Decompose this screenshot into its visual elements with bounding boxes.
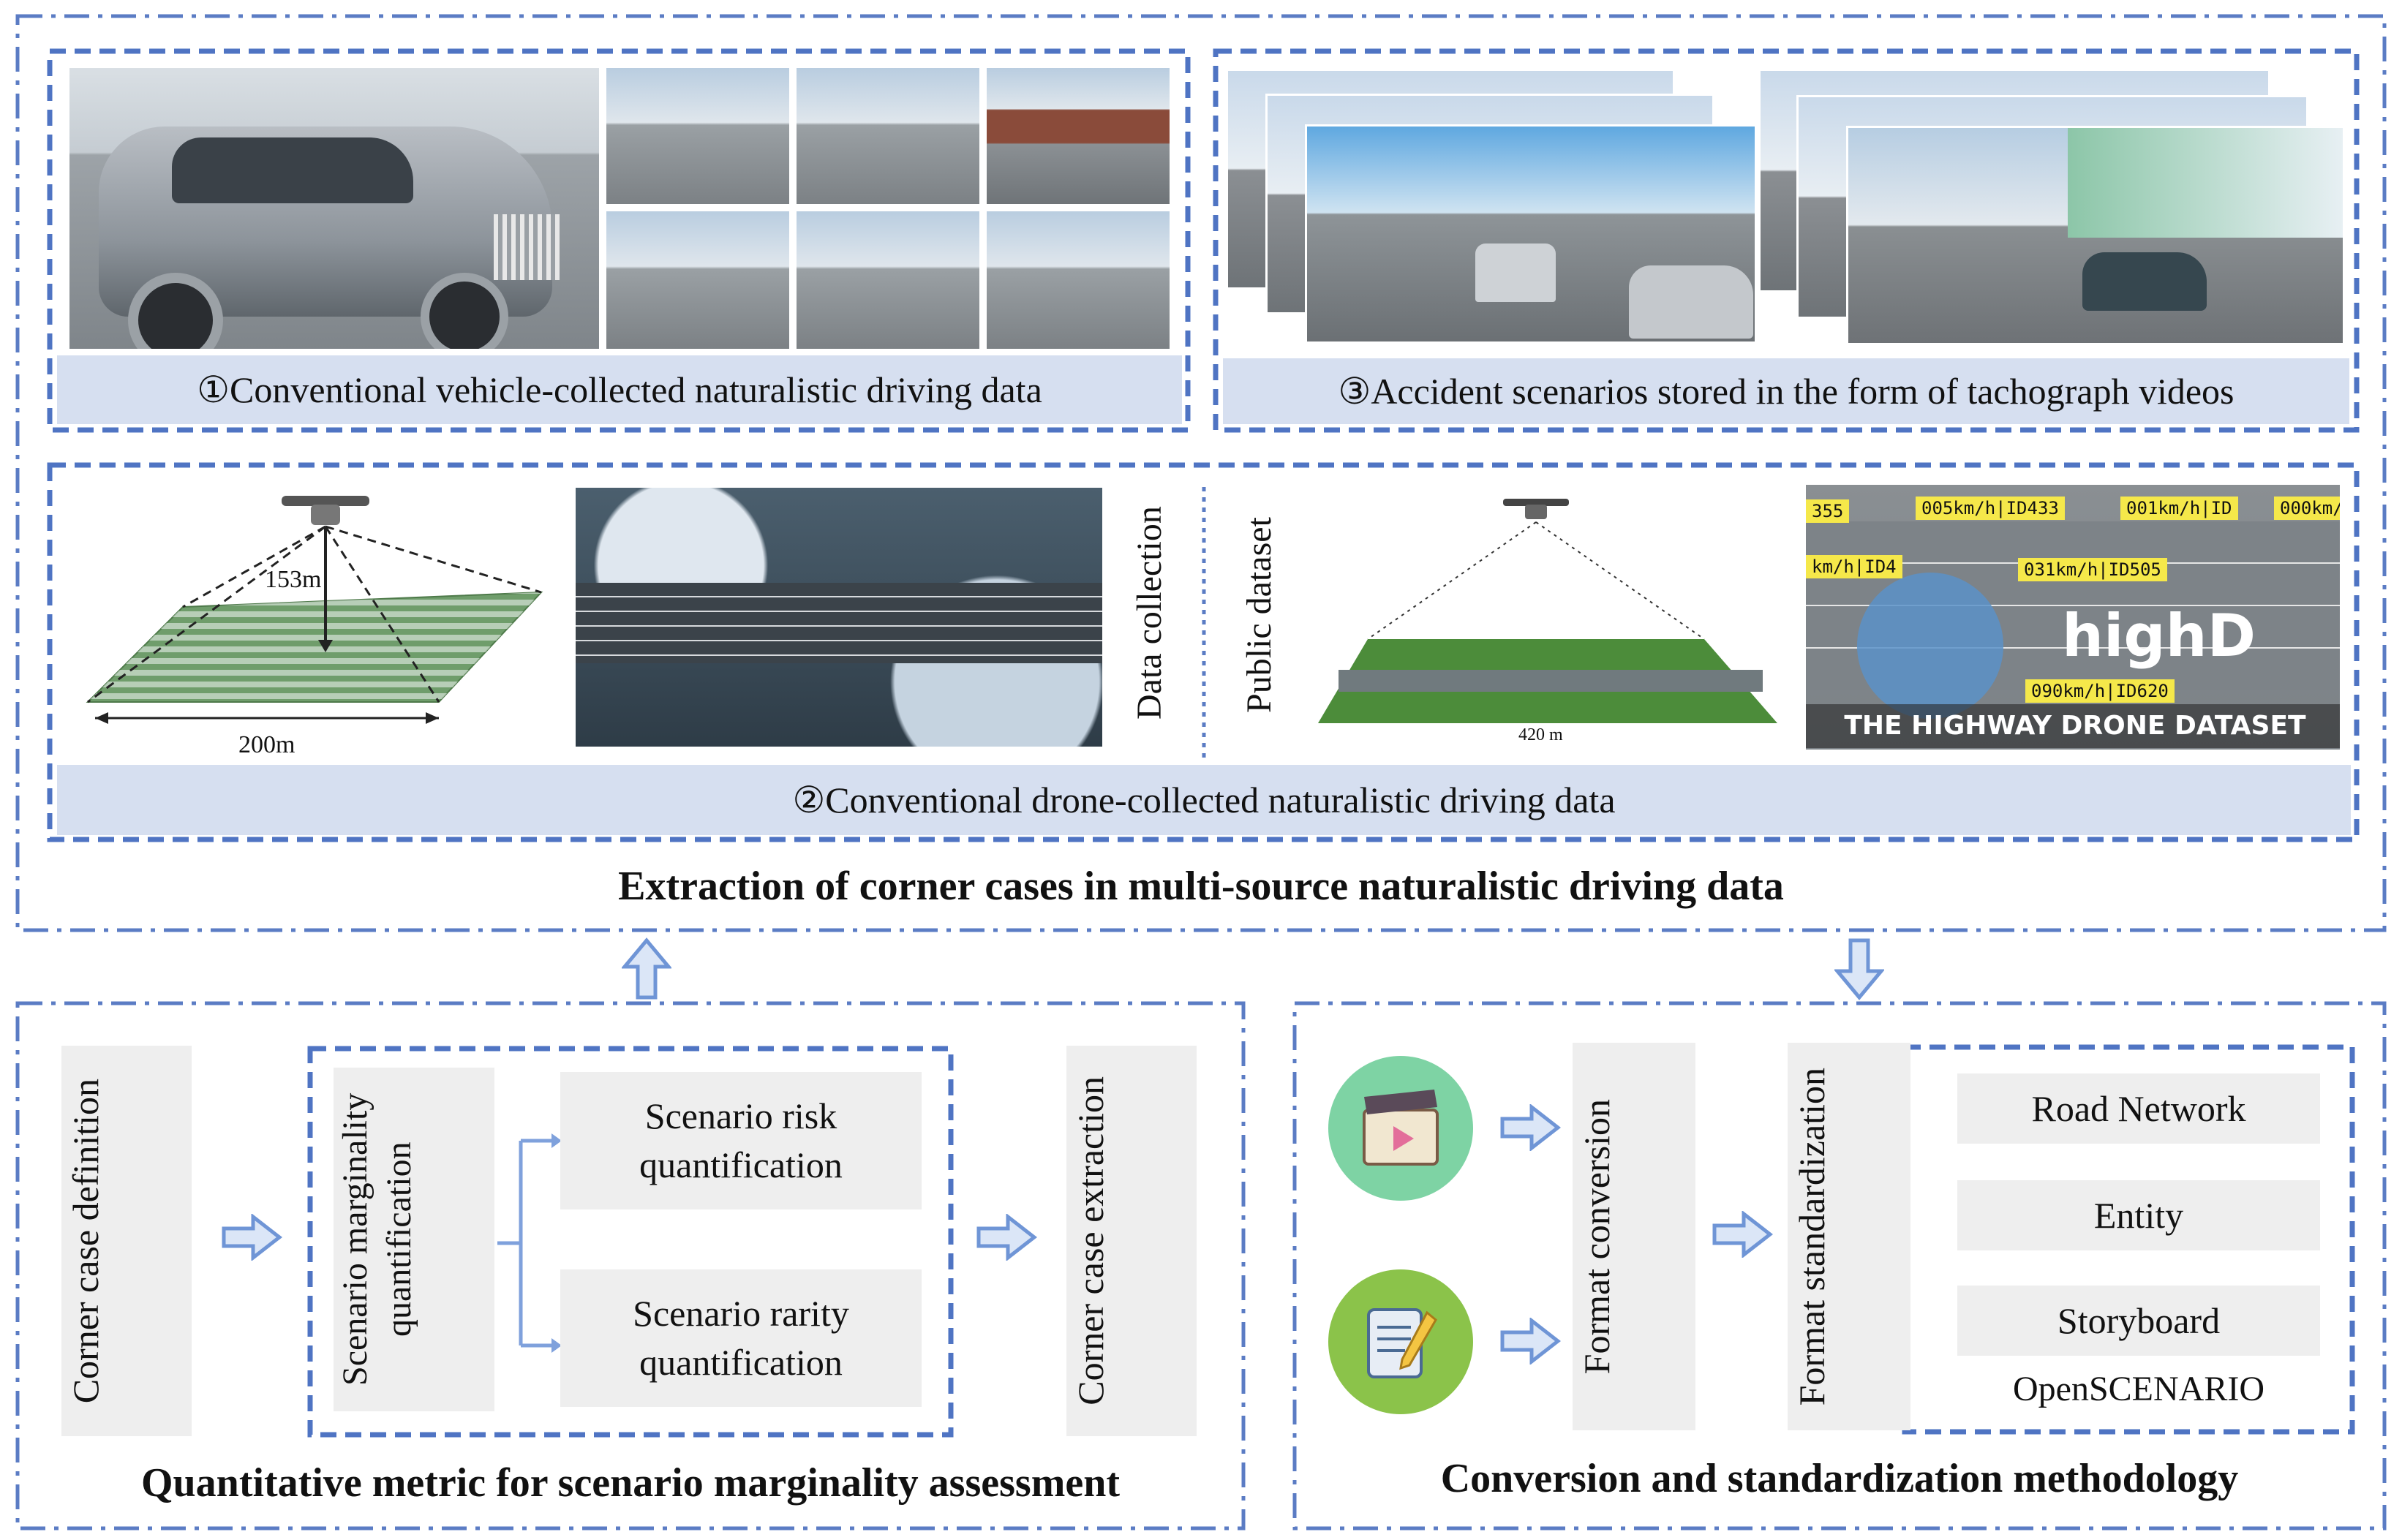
highd-length-label: 420 m (1518, 725, 1563, 744)
vehicle-photo-street-6 (984, 209, 1172, 351)
accident-data-caption: ③Accident scenarios stored in the form o… (1223, 358, 2349, 424)
drone-data-caption: ②Conventional drone-collected naturalist… (57, 765, 2351, 835)
drone-collection-diagram (73, 483, 549, 760)
highd-tag: 001km/h|ID (2120, 497, 2238, 520)
down-arrow-icon (1834, 938, 1884, 1000)
corner-case-extraction-box: Corner case extraction (1066, 1046, 1197, 1436)
left-panel-title: Quantitative metric for scenario margina… (140, 1460, 1121, 1506)
corner-case-definition-box: Corner case definition (61, 1046, 192, 1436)
highd-tag: 090km/h|ID620 (2025, 679, 2175, 703)
tachograph-frame-front-right (1846, 126, 2345, 345)
right-arrow-icon (1500, 1318, 1561, 1365)
format-standardization-label: Format standardization (1791, 1067, 1832, 1406)
highd-tag: 005km/h|ID433 (1916, 497, 2065, 520)
corner-case-definition-label: Corner case definition (65, 1078, 106, 1404)
scenario-rarity-label: Scenario rarity quantification (633, 1292, 849, 1384)
up-arrow-icon (622, 937, 671, 1000)
public-dataset-label: Public dataset (1240, 517, 1279, 713)
format-standardization-box: Format standardization (1788, 1043, 1910, 1430)
right-arrow-icon (1500, 1104, 1561, 1151)
format-conversion-box: Format conversion (1573, 1043, 1695, 1430)
video-icon (1328, 1056, 1473, 1201)
scenario-rarity-box: Scenario rarity quantification (560, 1269, 922, 1407)
vehicle-photo-street-2 (794, 66, 982, 206)
vehicle-photo-street-5 (794, 209, 982, 351)
vehicle-photo-street-1 (604, 66, 791, 206)
right-panel-title: Conversion and standardization methodolo… (1440, 1456, 2239, 1501)
road-network-box: Road Network (1957, 1073, 2320, 1144)
tachograph-frame-front-left (1305, 124, 1757, 344)
scenario-marginality-box: Scenario marginality quantification (334, 1068, 494, 1411)
scenario-risk-label: Scenario risk quantification (639, 1095, 843, 1186)
data-collection-label: Data collection (1130, 506, 1169, 720)
right-arrow-icon (1712, 1211, 1773, 1258)
scenario-risk-box: Scenario risk quantification (560, 1072, 922, 1209)
openscenario-label: OpenSCENARIO (2013, 1370, 2264, 1408)
vehicle-photo-street-4 (604, 209, 791, 351)
right-arrow-icon (976, 1214, 1037, 1261)
format-conversion-label: Format conversion (1576, 1098, 1617, 1375)
vehicle-photo-street-3 (984, 66, 1172, 206)
right-arrow-icon (222, 1214, 282, 1261)
corner-case-extraction-label: Corner case extraction (1070, 1076, 1111, 1405)
storyboard-box: Storyboard (1957, 1286, 2320, 1356)
vehicle-data-caption: ①Conventional vehicle-collected naturali… (57, 355, 1182, 424)
document-icon (1328, 1269, 1473, 1414)
top-panel-title: Extraction of corner cases in multi-sour… (618, 864, 1784, 909)
vehicle-photo (67, 66, 601, 351)
highd-tag: km/h|ID4 (1806, 555, 1902, 578)
scenario-marginality-label: Scenario marginality quantification (336, 1092, 418, 1386)
drone-aerial-photo (573, 486, 1104, 749)
highd-tag: 031km/h|ID505 (2018, 558, 2167, 581)
highd-dataset-image: highD THE HIGHWAY DRONE DATASET 355 005k… (1804, 483, 2342, 752)
highd-logo-text: highD (2062, 602, 2256, 670)
highd-tag: 355 (1806, 499, 1850, 523)
highd-banner: THE HIGHWAY DRONE DATASET (1806, 704, 2340, 748)
entity-box: Entity (1957, 1180, 2320, 1250)
branch-connector (497, 1133, 562, 1353)
highd-drone-diagram (1309, 486, 1792, 749)
drone-width-label: 200m (238, 731, 295, 758)
drone-height-label: 153m (265, 566, 322, 593)
highd-tag: 000km/ (2274, 497, 2340, 520)
